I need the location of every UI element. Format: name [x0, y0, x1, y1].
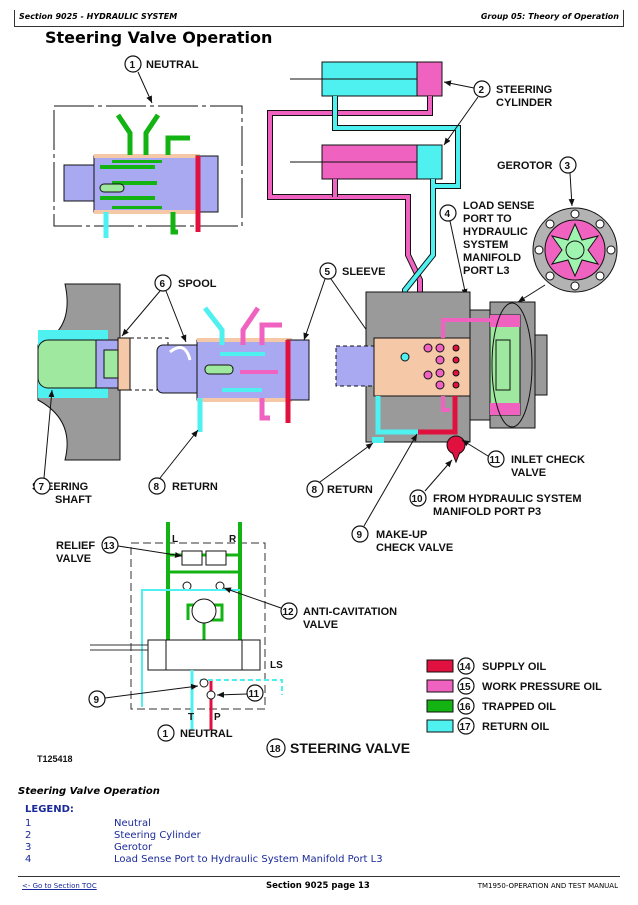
svg-text:MANIFOLD: MANIFOLD	[463, 252, 521, 264]
svg-text:GEROTOR: GEROTOR	[497, 160, 552, 172]
svg-text:SPOOL: SPOOL	[178, 278, 217, 290]
figure-caption: Steering Valve Operation	[18, 786, 160, 797]
callout-11b-number: 11	[249, 689, 260, 700]
spool-sleeve-exploded: STEERING SHAFT 7 6 SPOOL 8 RETURN 5 SLEE…	[32, 262, 385, 506]
callout-8b-number: 8	[312, 485, 318, 496]
assembled-valve: 11 INLET CHECK VALVE 10 FROM HYDRAULIC S…	[306, 291, 585, 554]
load-sense-callout: 4 LOAD SENSE PORT TO HYDRAULIC SYSTEM MA…	[439, 200, 535, 297]
callout-1-number: 1	[130, 60, 136, 71]
svg-text:T: T	[188, 712, 194, 723]
swatch-return-oil	[426, 719, 454, 733]
legend-heading: LEGEND:	[25, 804, 74, 815]
callout-12-number: 12	[283, 607, 295, 618]
callout-2-number: 2	[479, 85, 485, 96]
svg-text:SUPPLY OIL: SUPPLY OIL	[482, 661, 546, 673]
svg-text:HYDRAULIC: HYDRAULIC	[463, 226, 528, 238]
svg-text:WORK PRESSURE OIL: WORK PRESSURE OIL	[482, 681, 602, 693]
svg-text:INLET CHECK: INLET CHECK	[511, 454, 585, 466]
neutral-detail-frame	[53, 105, 243, 227]
callout-7-number: 7	[39, 482, 45, 493]
svg-text:P: P	[214, 712, 221, 723]
svg-text:PORT L3: PORT L3	[463, 265, 509, 277]
swatch-supply-oil	[426, 659, 454, 673]
svg-text:PORT TO: PORT TO	[463, 213, 512, 225]
section-label: Section 9025 - HYDRAULIC SYSTEM	[19, 12, 178, 21]
svg-text:VALVE: VALVE	[303, 619, 338, 631]
svg-text:FROM HYDRAULIC SYSTEM: FROM HYDRAULIC SYSTEM	[433, 493, 582, 505]
callout-steering-label: STEERING	[496, 84, 552, 96]
neutral-detail: 1 NEUTRAL	[53, 55, 243, 238]
callout-1b-number: 1	[163, 729, 169, 740]
callout-1-circle	[124, 55, 142, 73]
callout-neutral-label: NEUTRAL	[146, 59, 199, 71]
svg-text:LS: LS	[270, 660, 283, 671]
svg-text:SHAFT: SHAFT	[55, 494, 92, 506]
callout-11-number: 11	[490, 455, 501, 466]
svg-text:TRAPPED OIL: TRAPPED OIL	[482, 701, 556, 713]
swatch-trapped-oil	[426, 699, 454, 713]
gerotor: GEROTOR 3	[497, 156, 618, 303]
svg-text:15: 15	[460, 682, 472, 693]
callout-4-number: 4	[445, 209, 451, 220]
svg-text:SLEEVE: SLEEVE	[342, 266, 385, 278]
svg-text:STEERING VALVE: STEERING VALVE	[290, 740, 410, 756]
svg-text:16: 16	[460, 702, 472, 713]
callout-13-number: 13	[104, 541, 116, 552]
svg-text:R: R	[229, 534, 237, 545]
callout-9b-number: 9	[94, 695, 100, 706]
callout-10-number: 10	[412, 494, 424, 505]
svg-text:SYSTEM: SYSTEM	[463, 239, 508, 251]
svg-text:RETURN: RETURN	[172, 481, 218, 493]
page-number: Section 9025 page 13	[266, 881, 370, 891]
steering-valve-figure: 1 NEUTRAL 2	[32, 55, 618, 764]
callout-6-number: 6	[160, 279, 166, 290]
svg-text:RETURN: RETURN	[327, 484, 373, 496]
svg-text:17: 17	[460, 722, 472, 733]
svg-text:CHECK VALVE: CHECK VALVE	[376, 542, 453, 554]
svg-text:L: L	[172, 534, 178, 545]
svg-text:MANIFOLD PORT P3: MANIFOLD PORT P3	[433, 506, 541, 518]
callout-8a-number: 8	[154, 482, 160, 493]
callout-3-number: 3	[565, 161, 571, 172]
svg-text:CYLINDER: CYLINDER	[496, 97, 552, 109]
svg-text:ANTI-CAVITATION: ANTI-CAVITATION	[303, 606, 397, 618]
svg-text:NEUTRAL: NEUTRAL	[180, 728, 233, 740]
svg-text:14: 14	[460, 662, 472, 673]
svg-text:RETURN OIL: RETURN OIL	[482, 721, 550, 733]
figure-id: T125418	[37, 754, 73, 764]
callout-18-number: 18	[270, 744, 282, 755]
swatch-work-pressure-oil	[426, 679, 454, 693]
svg-text:MAKE-UP: MAKE-UP	[376, 529, 427, 541]
hydraulic-schematic: L R T P LS RELIEF VALVE 13 12 ANTI-CAVIT…	[37, 522, 410, 764]
svg-text:LOAD SENSE: LOAD SENSE	[463, 200, 535, 212]
group-label: Group 05: Theory of Operation	[480, 12, 619, 21]
steering-cylinders: 2 STEERING CYLINDER	[267, 61, 552, 330]
callout-5-number: 5	[325, 267, 331, 278]
page-header: Section 9025 - HYDRAULIC SYSTEM Group 05…	[14, 10, 624, 27]
manual-title: TM1950-OPERATION AND TEST MANUAL	[477, 882, 618, 890]
svg-text:VALVE: VALVE	[511, 467, 546, 479]
page-title: Steering Valve Operation	[45, 28, 273, 47]
svg-text:VALVE: VALVE	[56, 553, 91, 565]
svg-text:RELIEF: RELIEF	[56, 540, 95, 552]
oil-color-legend: 14 SUPPLY OIL 15 WORK PRESSURE OIL 16 TR…	[426, 657, 602, 735]
section-toc-link[interactable]: <- Go to Section TOC	[22, 882, 97, 890]
callout-9-number: 9	[357, 530, 363, 541]
footer-divider	[18, 876, 620, 877]
